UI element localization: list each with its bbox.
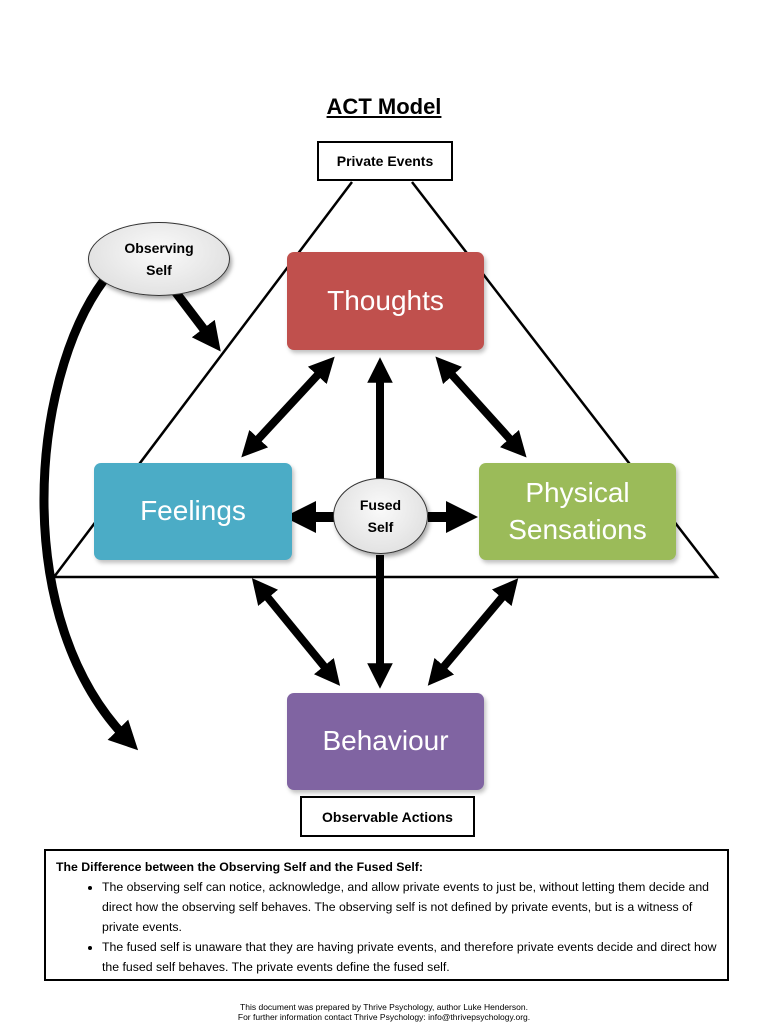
arrow-observing-to-behaviour	[39, 277, 139, 751]
physical-sensations-line1: Physical	[525, 477, 630, 509]
info-heading: The Difference between the Observing Sel…	[56, 860, 423, 874]
info-box: The Difference between the Observing Sel…	[44, 849, 729, 981]
observing-self-ellipse: Observing Self	[88, 222, 230, 296]
triangle-outline	[51, 181, 720, 579]
footer-line1: This document was prepared by Thrive Psy…	[240, 1002, 528, 1012]
arrow-thoughts-feelings	[241, 356, 335, 458]
arrow-observing-to-thoughts	[170, 287, 221, 352]
page-title: ACT Model	[326, 94, 442, 119]
footer: This document was prepared by Thrive Psy…	[0, 1002, 768, 1022]
info-list: The observing self can notice, acknowled…	[56, 877, 717, 977]
physical-sensations-line2: Sensations	[508, 513, 647, 545]
fused-self-ellipse: Fused Self	[333, 478, 428, 554]
feelings-node: Feelings	[94, 463, 292, 560]
thoughts-node: Thoughts	[287, 252, 484, 350]
info-bullet-fused: The fused self is unaware that they are …	[102, 937, 717, 977]
footer-line2: For further information contact Thrive P…	[237, 1012, 531, 1022]
private-events-label: Private Events	[317, 141, 453, 181]
info-bullet-observing: The observing self can notice, acknowled…	[102, 877, 717, 937]
arrow-feelings-behaviour	[251, 578, 341, 686]
observable-actions-label: Observable Actions	[300, 796, 475, 837]
physical-sensations-node: Physical Sensations	[479, 463, 676, 560]
arrow-physical-behaviour	[427, 578, 519, 686]
behaviour-node: Behaviour	[287, 693, 484, 790]
arrow-thoughts-physical	[435, 356, 527, 458]
